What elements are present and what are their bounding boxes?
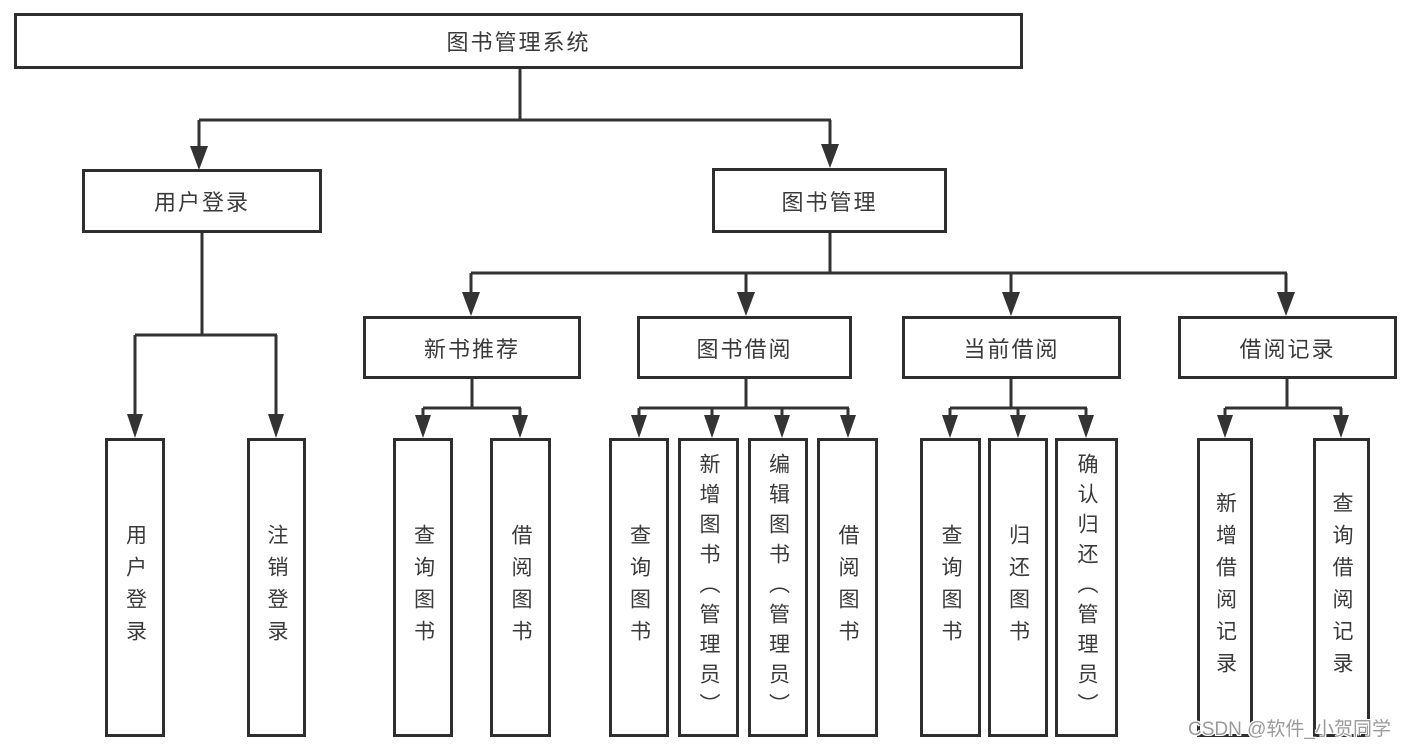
leaf-query-book-current: 查询图书 — [920, 438, 981, 737]
leaf-query-borrow-record: 查询借阅记录 — [1313, 438, 1370, 737]
connector-root-to-level2 — [190, 68, 839, 170]
leaf-return-book: 归还图书 — [988, 438, 1048, 737]
node-book-borrow: 图书借阅 — [637, 316, 852, 379]
node-current-borrow: 当前借阅 — [902, 316, 1121, 379]
leaf-query-book-recommend: 查询图书 — [393, 438, 453, 737]
connector-book-management-branch — [462, 233, 1295, 316]
leaf-add-book-admin: 新增图书（管理员） — [678, 438, 739, 737]
connector-current-borrow-branch — [942, 379, 1094, 438]
connector-borrow-records-branch — [1217, 379, 1349, 438]
leaf-logout: 注销登录 — [247, 438, 306, 737]
leaf-add-borrow-record: 新增借阅记录 — [1197, 438, 1253, 737]
leaf-user-login: 用户登录 — [105, 438, 165, 737]
leaf-edit-book-admin: 编辑图书（管理员） — [748, 438, 808, 737]
connector-new-book-branch — [415, 379, 528, 438]
node-borrow-records: 借阅记录 — [1178, 316, 1397, 379]
leaf-borrow-book-recommend: 借阅图书 — [490, 438, 551, 737]
node-new-book-recommend: 新书推荐 — [363, 316, 581, 379]
node-book-management: 图书管理 — [712, 168, 947, 233]
leaf-borrow-book: 借阅图书 — [817, 438, 878, 737]
connector-book-borrow-branch — [631, 379, 856, 438]
csdn-watermark: CSDN @软件_小贺同学 — [1188, 719, 1391, 740]
node-root: 图书管理系统 — [14, 13, 1023, 69]
leaf-query-book-borrow: 查询图书 — [609, 438, 669, 737]
connector-user-login-branch — [127, 233, 284, 438]
node-user-login: 用户登录 — [82, 169, 322, 233]
leaf-confirm-return-admin: 确认归还（管理员） — [1055, 438, 1118, 737]
